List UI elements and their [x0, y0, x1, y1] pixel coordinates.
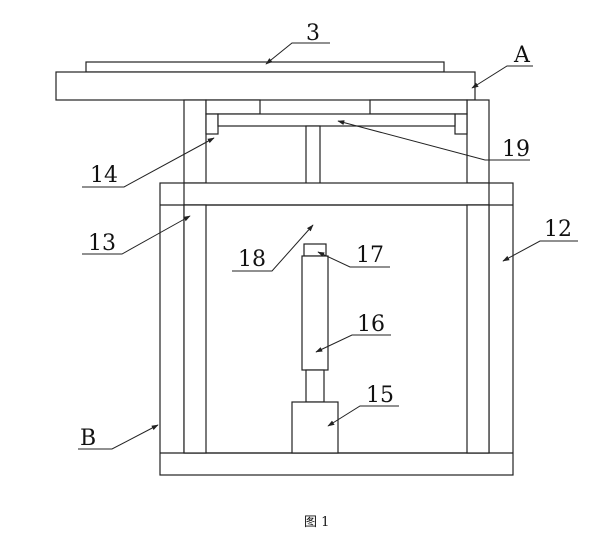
upper-posts: [183, 99, 490, 184]
label-19: 19: [502, 137, 530, 162]
label-A: A: [513, 43, 531, 68]
label-B: B: [80, 426, 96, 451]
label-3: 3: [306, 21, 320, 46]
cylinder: [301, 255, 329, 403]
figure-caption: 图 1: [304, 515, 329, 530]
label-12: 12: [544, 217, 572, 242]
cross-beam: [217, 113, 456, 127]
label-13: 13: [88, 231, 116, 256]
leader-lines: [78, 42, 578, 450]
top-plate: [55, 61, 476, 101]
motor-block: [291, 401, 339, 454]
part-labels: 3 A 19 14 13 12 18 17 16 15 B: [80, 21, 572, 451]
label-17: 17: [356, 243, 384, 268]
hanging-brackets: [205, 99, 468, 135]
label-14: 14: [90, 163, 118, 188]
label-16: 16: [357, 312, 385, 337]
label-15: 15: [366, 383, 394, 408]
inner-posts: [183, 204, 490, 454]
label-18: 18: [238, 247, 266, 272]
